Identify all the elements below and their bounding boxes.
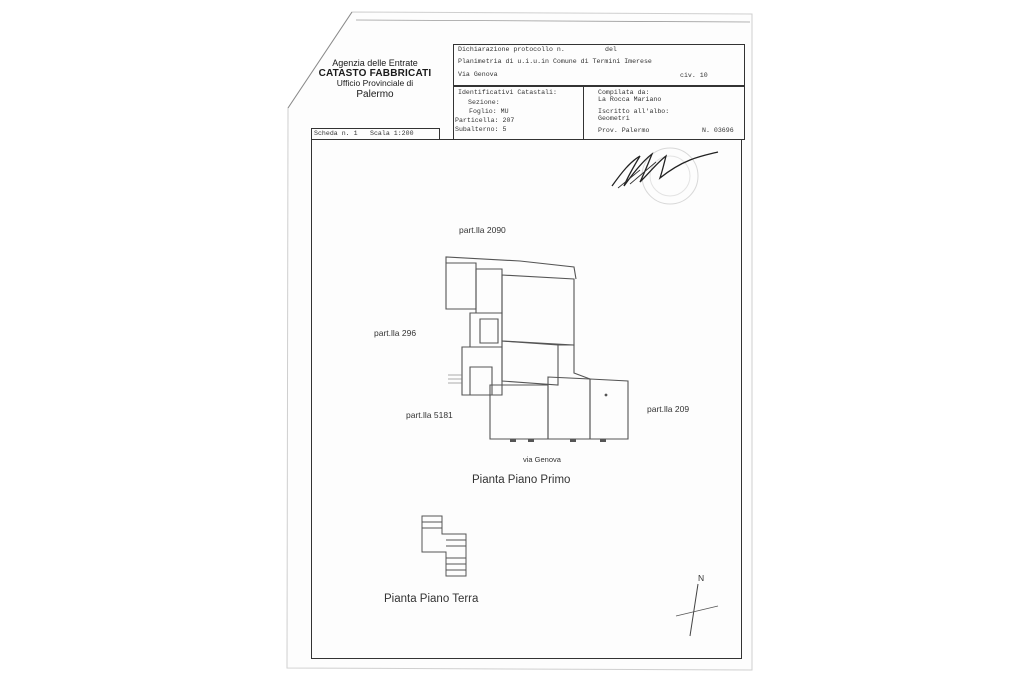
sezione-label: Sezione: xyxy=(468,99,500,106)
parcel-2090-label: part.lla 2090 xyxy=(459,225,506,235)
north-arrow-icon xyxy=(675,583,719,637)
parcel-296-label: part.lla 296 xyxy=(374,328,417,338)
civico-label: civ. 10 xyxy=(680,72,708,79)
signature-stamp xyxy=(611,147,719,205)
north-label: N xyxy=(698,573,705,583)
ufficio-city: Palermo xyxy=(356,88,394,100)
ufficio-label: Ufficio Provinciale di xyxy=(336,78,414,89)
identificativi-divider xyxy=(583,86,584,139)
scheda-label: Scheda n. 1 xyxy=(314,130,358,137)
scala-label: Scala 1:200 xyxy=(370,130,414,137)
address-label: Via Genova xyxy=(458,71,498,78)
floor-plan-terra xyxy=(421,515,467,577)
parcel-209-label: part.lla 209 xyxy=(647,404,690,414)
numero-albo: N. 03696 xyxy=(702,127,734,134)
dichiarazione-label: Dichiarazione protocollo n. xyxy=(458,46,565,53)
parcel-5181-label: part.lla 5181 xyxy=(406,410,453,420)
identificativi-title: Identificativi Catastali: xyxy=(458,89,557,96)
agency-block: Agenzia delle Entrate CATASTO FABBRICATI… xyxy=(300,58,450,100)
street-label: via Genova xyxy=(523,455,561,464)
agency-name: Agenzia delle Entrate xyxy=(332,58,418,68)
compilata-name: La Rocca Mariano xyxy=(598,96,662,103)
del-label: del xyxy=(605,46,617,53)
iscritto-label: Iscritto all'albo: xyxy=(598,108,670,115)
pianta-primo-title: Pianta Piano Primo xyxy=(472,474,571,486)
particella-label: Particella: 207 xyxy=(455,117,515,124)
planimetria-label: Planimetria di u.i.u.in Comune di Termin… xyxy=(458,58,652,65)
drawing-frame xyxy=(311,139,742,659)
compilata-title: Compilata da: xyxy=(598,89,650,96)
foglio-label: Foglio: MU xyxy=(469,108,509,115)
provincia-label: Prov. Palermo xyxy=(598,127,650,134)
albo-label: Geometri xyxy=(598,115,630,122)
catasto-title: CATASTO FABBRICATI xyxy=(318,68,432,80)
pianta-terra-title: Pianta Piano Terra xyxy=(384,593,479,605)
floor-plan-primo xyxy=(445,256,629,442)
subalterno-label: Subalterno: 5 xyxy=(455,126,507,133)
header-box xyxy=(453,44,745,86)
